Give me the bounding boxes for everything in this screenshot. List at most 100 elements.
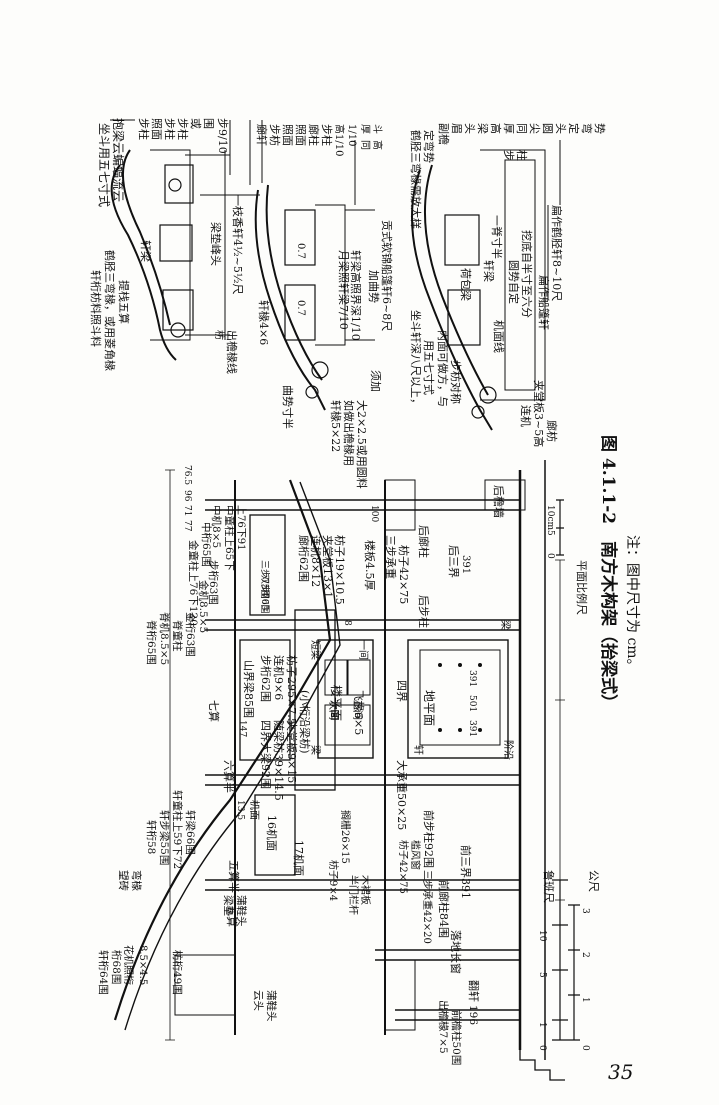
label: 半门栏杆 <box>347 875 360 915</box>
label: 次间 <box>327 700 340 720</box>
label: 轩椽5×22 <box>329 400 343 452</box>
label: 落地长窗 <box>449 930 463 974</box>
label: 照面 <box>150 118 163 140</box>
label: 391 <box>467 720 477 737</box>
label: 后廊柱 <box>417 525 431 558</box>
figure-caption-group: 图 4.1.1-2 南方木构架（抬梁式） 注：图中尺寸为 cm。 <box>598 435 640 711</box>
label: 贡式软锦船篷轩6~8尺 <box>380 220 394 331</box>
tick-label: 3 <box>580 908 590 914</box>
label: 照面 <box>294 124 307 146</box>
label: 五算 <box>225 905 239 927</box>
detail-crane-neck-eave: 坐斗用五七寸式 抱梁云蝙蝠流云 步柱 照面 步柱 步柱 或 围 步9/10 轩梁… <box>89 118 260 374</box>
label: 轩 <box>412 745 425 755</box>
label: 枋子19×10.5 <box>333 535 347 605</box>
label: 前步柱92围 <box>422 810 436 868</box>
label: 桁68围 <box>110 950 123 984</box>
label: 副檐 <box>437 123 451 145</box>
label: 501 <box>467 695 477 712</box>
label: 轩步梁55围 <box>158 810 171 865</box>
gongchi-scale-title: 公尺 <box>587 870 600 892</box>
label: 前廊柱84围 <box>437 880 451 938</box>
label: 五算半 <box>227 860 241 893</box>
label: 前三界391 <box>459 845 473 899</box>
tick-label: 0 <box>545 553 555 559</box>
label: 前檐柱50围 <box>450 1010 463 1065</box>
label: 步枋对称 <box>449 360 463 404</box>
page-number: 35 <box>608 1060 634 1084</box>
roof-line <box>113 479 332 1021</box>
label: 步柱 <box>137 118 151 140</box>
ruler-scale: 鲁班尺 公尺 0 1 5 10 0 1 2 3 <box>537 870 600 1051</box>
label: 中机8×5 <box>210 505 223 548</box>
tick-label: 0 <box>537 1045 547 1051</box>
label: 廊柱 <box>307 124 321 146</box>
label: 蒲鞋头 <box>235 895 248 927</box>
label: 曲势寸半 <box>281 385 295 429</box>
label: 蒲鞋头 <box>265 990 278 1022</box>
label: 脊机8.5×5 <box>158 612 171 665</box>
label: 飞椽6×5 <box>352 690 365 735</box>
label: 厚 <box>502 123 515 134</box>
label: 出檐椽线 <box>225 330 239 374</box>
label: 391 <box>467 670 477 687</box>
label: 扁作鹤胫轩8~10尺 <box>550 205 564 301</box>
plan-scale: 平面比例尺 0 5 10cm <box>545 499 589 615</box>
label: 望砖 <box>117 870 130 891</box>
label: 出檐椽7×5 <box>437 1000 450 1054</box>
label: (小桁沿梁枋) <box>298 690 312 754</box>
label: 照面 <box>281 124 294 146</box>
label: 机面 <box>248 800 261 820</box>
label: 圆势自定 <box>507 260 521 304</box>
label: 轩桁64围 <box>97 950 110 995</box>
label: 夹堂板3~5高 <box>532 380 546 447</box>
detail-ship-roof: 廊轩 步枋 照面 照面 廊柱 步柱 高1/10 1/10 厚 同 斗 高 月梁照… <box>249 120 394 489</box>
label: 枋子295×7.5 <box>285 655 299 725</box>
label: 步柱 <box>320 124 334 146</box>
tick-label: 0 <box>580 1045 590 1051</box>
label: 步柱 <box>176 118 190 140</box>
detail-1-labels: 坐斗用五七寸式 抱梁云蝙蝠流云 步柱 照面 步柱 步柱 或 围 步9/10 轩梁… <box>89 118 245 374</box>
label: 0.7 <box>295 300 306 316</box>
label: 四界大梁92围 <box>259 720 273 789</box>
label: 轩桁枋料照斗料 <box>89 270 103 347</box>
label: 步桁63围 <box>207 560 220 605</box>
label: 轩梁 <box>139 240 153 262</box>
label: 廊桁62围 <box>297 535 311 582</box>
label: 须加 <box>369 370 382 392</box>
label: 梁垫 <box>222 895 235 916</box>
label: 同 <box>515 123 528 134</box>
label: 连机9×6 <box>272 655 286 700</box>
label: 机面线 <box>492 320 506 353</box>
label: 高1/10 <box>333 124 346 156</box>
label: 步桁62围 <box>259 655 273 702</box>
label: 金桁63围 <box>184 612 197 657</box>
top-details: 坐斗用五七寸式 抱梁云蝙蝠流云 步柱 照面 步柱 步柱 或 围 步9/10 轩梁… <box>89 118 606 489</box>
tick-label: 5 <box>545 530 555 536</box>
label: 连机 <box>519 405 533 427</box>
tick-label: 10 <box>537 930 547 942</box>
label: 抱梁云蝙蝠流云 <box>111 118 126 202</box>
label: 13.5 <box>235 800 245 820</box>
label: 三步承重 <box>384 535 398 579</box>
label: 围 <box>202 118 215 129</box>
label: 步枋 <box>268 124 282 146</box>
tick-label: 5 <box>537 972 547 978</box>
label: 梁 <box>476 123 490 134</box>
tick-label: 1 <box>580 997 590 1003</box>
main-cross-section: 脊桁65围 脊机8.5×5 脊童柱 金桁63围 金机8.5×5 金童柱上76下1… <box>97 460 565 1081</box>
label: 轩梁高照界深1/10 <box>349 250 363 341</box>
label: 斗 <box>371 124 383 134</box>
label: 花机照桁 <box>122 945 135 985</box>
label: 轩椽4×6 <box>257 300 271 345</box>
label: 头 <box>463 123 476 134</box>
detail-3-labels: 鹤胫三弯椽需放大样 定弯势 副檐 眉 头 梁 高 厚 同 步 柱 尖 圆 头 定… <box>409 123 606 447</box>
hall-beam-labels: 山界梁85围 四界大梁92围 随梁枋39×14.5 夹堂板9×15 步桁62围 … <box>235 505 379 876</box>
label: 连机8×12 <box>309 535 323 587</box>
plan-labels: 楼平面 次间 正间 一间 地平面 391 501 391 大承重50×25 轩 … <box>309 620 515 830</box>
label: 步柱 <box>163 118 177 140</box>
label: 金机8.5×5 <box>197 580 210 633</box>
label: 廊轩 <box>255 124 269 146</box>
label: 一枝香轩4½~5½尺 <box>231 195 245 295</box>
figure-note: 注：图中尺寸为 cm。 <box>624 535 640 673</box>
label: 梁垫峰头 <box>209 222 223 266</box>
